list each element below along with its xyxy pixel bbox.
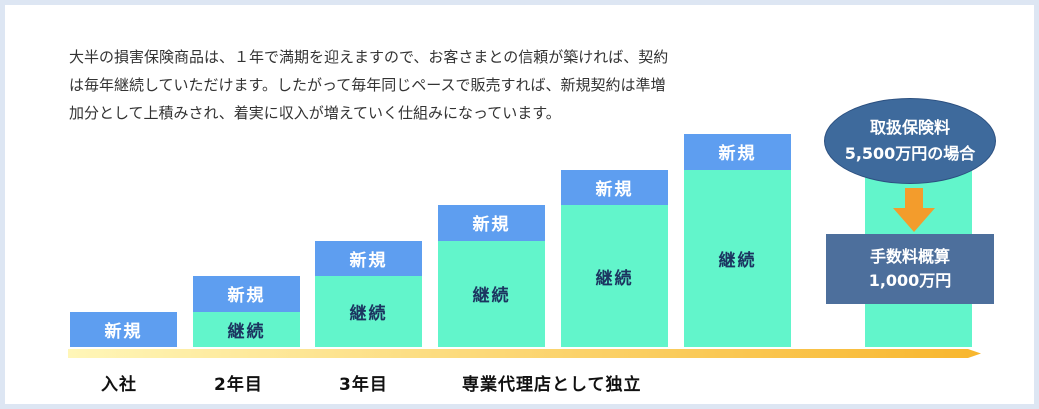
new-segment: 新規 [193,276,300,312]
down-arrow-icon [893,188,935,232]
stage-bar: 新規継続 [561,169,668,347]
new-segment: 新規 [684,134,791,170]
continuing-segment: 継続 [684,169,791,347]
new-segment: 新規 [438,205,545,241]
new-segment: 新規 [70,311,177,347]
description-line: 大半の損害保険商品は、１年で満期を迎えますので、お客さまとの信頼が築ければ、契約 [69,48,669,66]
premium-line-2: 5,500万円の場合 [844,144,976,163]
description-line: 加分として上積みされ、着実に収入が増えていく仕組みになっています。 [69,104,561,122]
commission-line-1: 手数料概算 [869,247,950,266]
timeline-label-year3: 3年目 [339,375,388,395]
description-text: 大半の損害保険商品は、１年で満期を迎えますので、お客さまとの信頼が築ければ、契約… [69,43,829,127]
stage-bar: 新規継続 [193,276,300,347]
stage-bar: 新規継続 [438,205,545,347]
continuing-segment: 継続 [438,240,545,347]
stage-bar: 新規継続 [684,134,791,347]
commission-line-2: 1,000万円 [868,271,952,290]
timeline-arrow [68,349,981,358]
continuing-segment: 継続 [193,311,300,347]
stage-bar: 新規 [70,311,177,347]
stage-bar: 新規継続 [315,240,422,347]
description-line: は毎年継続していただけます。したがって毎年同じペースで販売すれば、新規契約は準増 [69,76,666,94]
new-segment: 新規 [315,240,422,276]
timeline-label-independence: 専業代理店として独立 [462,375,642,395]
commission-box: 手数料概算 1,000万円 [826,234,994,304]
timeline-label-join: 入社 [101,375,137,395]
premium-line-1: 取扱保険料 [869,118,950,137]
continuing-segment: 継続 [561,205,668,347]
premium-ellipse: 取扱保険料 5,500万円の場合 [824,98,996,184]
continuing-segment: 継続 [315,276,422,347]
timeline-label-year2: 2年目 [214,375,263,395]
new-segment: 新規 [561,169,668,205]
